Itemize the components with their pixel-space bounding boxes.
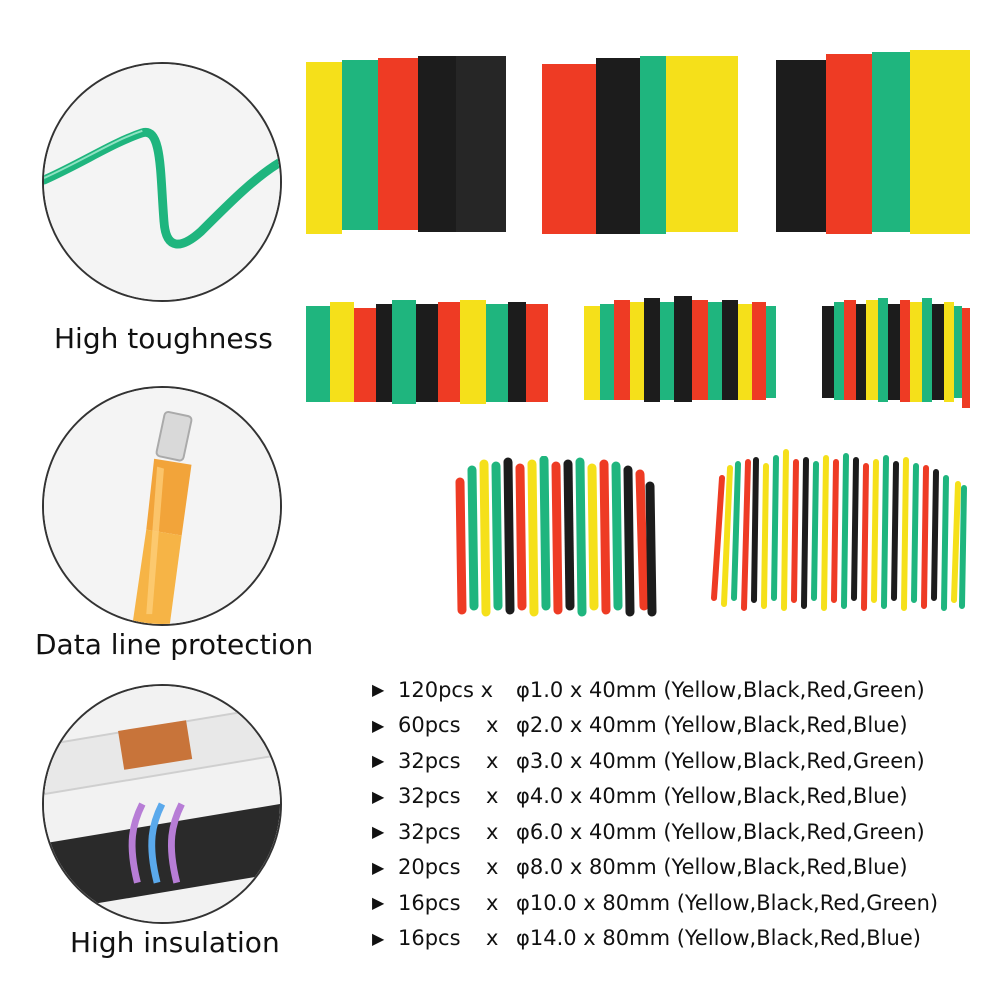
spec-quantity: 120pcs x <box>398 677 494 702</box>
spec-description: φ8.0 x 80mm (Yellow,Black,Red,Blue) <box>516 855 908 880</box>
tube-bundle-small-2 <box>708 448 970 618</box>
spec-list: ▶ 120pcs x φ1.0 x 40mm (Yellow,Black,Red… <box>372 672 992 956</box>
tube-bundle-large-2 <box>542 54 738 234</box>
spec-description: φ6.0 x 40mm (Yellow,Black,Red,Green) <box>516 819 925 844</box>
triangle-bullet-icon: ▶ <box>372 786 385 806</box>
tube-bundle-medium-1 <box>306 298 548 406</box>
spec-description: φ3.0 x 40mm (Yellow,Black,Red,Green) <box>516 748 925 773</box>
spec-row: ▶ 20pcs x φ8.0 x 80mm (Yellow,Black,Red,… <box>372 850 992 886</box>
spec-row: ▶ 120pcs x φ1.0 x 40mm (Yellow,Black,Red… <box>372 672 992 708</box>
feature-caption: High insulation <box>70 926 280 959</box>
insulated-wire-icon <box>42 684 282 924</box>
spec-quantity: 16pcs <box>398 926 461 951</box>
spec-quantity: 60pcs <box>398 713 461 738</box>
triangle-bullet-icon: ▶ <box>372 680 385 700</box>
spec-multiplier: x <box>486 713 499 738</box>
spec-description: φ4.0 x 40mm (Yellow,Black,Red,Blue) <box>516 784 908 809</box>
feature-caption: Data line protection <box>35 628 314 661</box>
triangle-bullet-icon: ▶ <box>372 715 385 735</box>
tube-bundle-large-3 <box>776 50 970 234</box>
spec-quantity: 16pcs <box>398 890 461 915</box>
spec-row: ▶ 32pcs x φ3.0 x 40mm (Yellow,Black,Red,… <box>372 743 992 779</box>
feature-caption: High toughness <box>54 322 273 355</box>
spec-multiplier: x <box>486 819 499 844</box>
spec-quantity: 32pcs <box>398 819 461 844</box>
spec-quantity: 32pcs <box>398 748 461 773</box>
triangle-bullet-icon: ▶ <box>372 928 385 948</box>
spec-row: ▶ 32pcs x φ6.0 x 40mm (Yellow,Black,Red,… <box>372 814 992 850</box>
spec-description: φ10.0 x 80mm (Yellow,Black,Red,Green) <box>516 890 939 915</box>
spec-description: φ1.0 x 40mm (Yellow,Black,Red,Green) <box>516 677 925 702</box>
tube-bundle-medium-3 <box>822 296 970 408</box>
spec-quantity: 20pcs <box>398 855 461 880</box>
bent-wire-icon <box>42 62 282 302</box>
spec-multiplier: x <box>486 890 499 915</box>
triangle-bullet-icon: ▶ <box>372 857 385 877</box>
spec-multiplier: x <box>486 784 499 809</box>
spec-row: ▶ 32pcs x φ4.0 x 40mm (Yellow,Black,Red,… <box>372 779 992 815</box>
spec-row: ▶ 16pcs x φ14.0 x 80mm (Yellow,Black,Red… <box>372 921 992 957</box>
triangle-bullet-icon: ▶ <box>372 822 385 842</box>
spec-description: φ14.0 x 80mm (Yellow,Black,Red,Blue) <box>516 926 921 951</box>
spec-multiplier: x <box>486 855 499 880</box>
spec-row: ▶ 60pcs x φ2.0 x 40mm (Yellow,Black,Red,… <box>372 708 992 744</box>
triangle-bullet-icon: ▶ <box>372 893 385 913</box>
triangle-bullet-icon: ▶ <box>372 751 385 771</box>
cable-connector-icon <box>42 386 282 626</box>
spec-description: φ2.0 x 40mm (Yellow,Black,Red,Blue) <box>516 713 908 738</box>
spec-row: ▶ 16pcs x φ10.0 x 80mm (Yellow,Black,Red… <box>372 885 992 921</box>
spec-multiplier: x <box>486 926 499 951</box>
tube-bundle-small-1 <box>452 456 658 618</box>
tube-bundle-large-1 <box>306 56 506 234</box>
spec-quantity: 32pcs <box>398 784 461 809</box>
spec-multiplier: x <box>486 748 499 773</box>
tube-bundle-medium-2 <box>584 296 776 404</box>
